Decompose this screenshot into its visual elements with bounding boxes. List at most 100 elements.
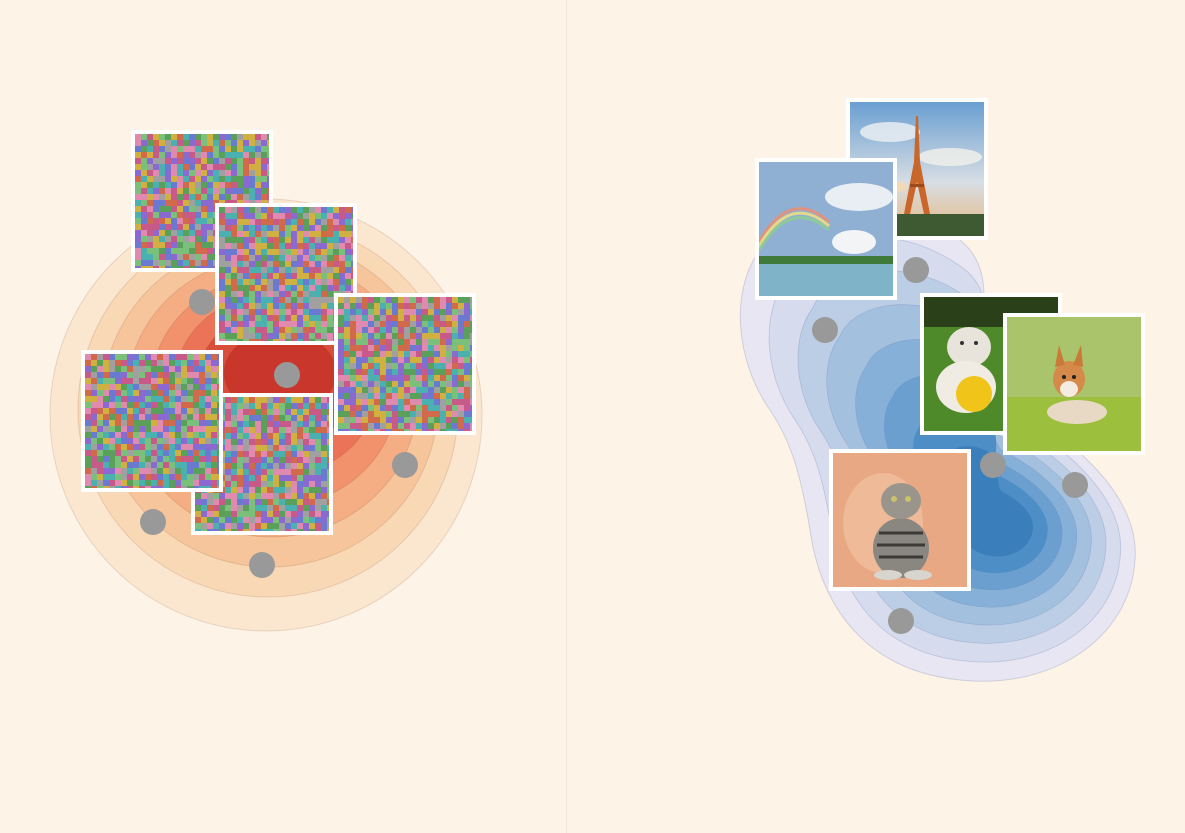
noise-pixel [153, 146, 159, 152]
noise-pixel [291, 439, 297, 445]
noise-pixel [163, 378, 169, 384]
noise-pixel [97, 372, 103, 378]
noise-image[interactable] [334, 293, 476, 435]
noise-pixel [279, 499, 285, 505]
noise-pixel [344, 375, 350, 381]
noise-pixel [339, 261, 345, 267]
noise-pixel [255, 261, 261, 267]
noise-pixel [470, 351, 472, 357]
noise-pixel [464, 375, 470, 381]
noise-pixel [392, 363, 398, 369]
noise-pixel [151, 450, 157, 456]
noise-pixel [201, 218, 207, 224]
noise-pixel [153, 200, 159, 206]
noise-pixel [199, 486, 205, 488]
noise-pixel [231, 415, 237, 421]
noise-image[interactable] [215, 203, 357, 345]
noise-pixel [249, 176, 255, 182]
noise-pixel [338, 345, 344, 351]
noise-pixel [175, 372, 181, 378]
rainbow-lake-photo[interactable] [755, 158, 897, 300]
noise-pixel [356, 411, 362, 417]
noise-pixel [225, 481, 231, 487]
noise-pixel [350, 369, 356, 375]
noise-pixel [115, 450, 121, 456]
noise-pixel [159, 182, 165, 188]
noise-pixel [297, 321, 303, 327]
noise-pixel [333, 273, 339, 279]
noise-pixel [267, 327, 273, 333]
noise-pixel [243, 176, 249, 182]
noise-pixel [392, 333, 398, 339]
noise-pixel [273, 237, 279, 243]
noise-pixel [416, 351, 422, 357]
noise-pixel [303, 421, 309, 427]
noise-pixel [195, 140, 201, 146]
noise-pixel [231, 291, 237, 297]
noise-pixel [103, 456, 109, 462]
noise-pixel [237, 207, 243, 213]
noise-pixel [327, 397, 329, 403]
noise-pixel [225, 523, 231, 529]
noise-pixel [410, 351, 416, 357]
noise-pixel [273, 529, 279, 531]
noise-pixel [219, 237, 225, 243]
noise-pixel [177, 248, 183, 254]
noise-pixel [267, 297, 273, 303]
scottish-fold-cat-photo[interactable] [829, 449, 971, 591]
noise-pixel [273, 267, 279, 273]
noise-pixel [434, 333, 440, 339]
noise-pixel [219, 207, 225, 213]
noise-pixel [285, 493, 291, 499]
noise-pixel [211, 468, 217, 474]
noise-pixel [255, 439, 261, 445]
noise-pixel [303, 517, 309, 523]
noise-pixel [309, 421, 315, 427]
noise-pixel [321, 493, 327, 499]
noise-pixel [350, 297, 356, 303]
noise-pixel [189, 200, 195, 206]
noise-pixel [440, 363, 446, 369]
noise-pixel [297, 445, 303, 451]
noise-pixel [165, 206, 171, 212]
noise-pixel [303, 469, 309, 475]
noise-pixel [159, 248, 165, 254]
noise-pixel [147, 260, 153, 266]
noise-pixel [177, 182, 183, 188]
noise-pixel [207, 254, 213, 260]
noise-pixel [321, 207, 327, 213]
noise-pixel [205, 420, 211, 426]
noise-pixel [255, 415, 261, 421]
corgi-grass-photo[interactable] [1003, 313, 1145, 455]
noise-pixel [404, 393, 410, 399]
noise-pixel [470, 297, 472, 303]
noise-pixel [231, 188, 237, 194]
noise-pixel [225, 529, 231, 531]
noise-pixel [380, 357, 386, 363]
noise-pixel [193, 372, 199, 378]
noise-pixel [217, 402, 219, 408]
noise-pixel [321, 333, 327, 339]
noise-pixel [225, 243, 231, 249]
noise-pixel [205, 486, 211, 488]
noise-pixel [362, 327, 368, 333]
noise-pixel [392, 327, 398, 333]
noise-pixel [237, 158, 243, 164]
noise-pixel [362, 399, 368, 405]
noise-pixel [261, 297, 267, 303]
noise-pixel [267, 231, 273, 237]
noise-pixel [97, 444, 103, 450]
noise-pixel [193, 390, 199, 396]
noise-pixel [225, 225, 231, 231]
noise-pixel [171, 188, 177, 194]
noise-pixel [255, 225, 261, 231]
noise-pixel [249, 225, 255, 231]
noise-pixel [470, 303, 472, 309]
noise-pixel [255, 170, 261, 176]
noise-image[interactable] [81, 350, 223, 492]
noise-pixel [440, 309, 446, 315]
noise-pixel [255, 182, 261, 188]
noise-pixel [199, 438, 205, 444]
noise-pixel [249, 285, 255, 291]
noise-pixel [181, 480, 187, 486]
